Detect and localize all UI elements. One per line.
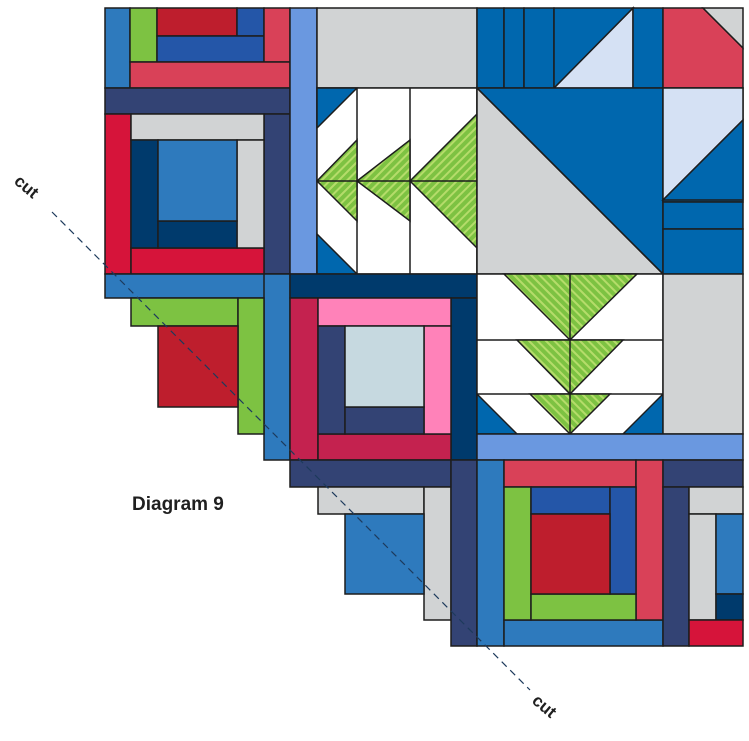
sashing-horizontal-1	[104, 273, 291, 299]
cut-label-bottom: cut	[528, 691, 560, 722]
log-cabin-block-pink	[289, 273, 478, 461]
gray-strip-top	[316, 7, 478, 89]
log-cabin-block-right-partial	[662, 459, 744, 647]
gray-square-right	[662, 273, 744, 435]
log-cabin-block-left	[104, 87, 291, 275]
cut-line	[51, 211, 531, 691]
blue-stripe-block	[476, 6, 744, 90]
tree-block-horizontal	[315, 87, 478, 275]
cut-triangle-left-steps	[130, 297, 265, 435]
sashing-vertical	[289, 7, 318, 275]
diagram-caption: Diagram 9	[132, 494, 224, 515]
right-half-square-block	[661, 87, 744, 275]
cut-triangle-bottom-steps	[289, 459, 452, 621]
log-cabin-block-bottom	[450, 459, 664, 647]
sashing-horizontal-2	[476, 433, 744, 461]
log-cabin-block-top-left	[104, 7, 291, 89]
tree-block-vertical	[476, 273, 664, 436]
hourglass-block	[476, 86, 665, 275]
cut-label-top: cut	[11, 171, 43, 202]
